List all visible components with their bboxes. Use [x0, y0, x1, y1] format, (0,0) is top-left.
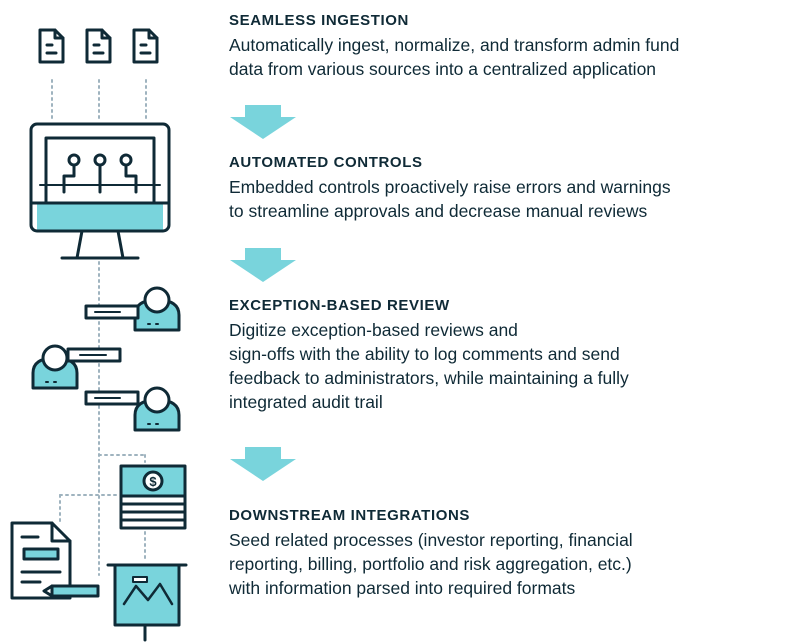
- document-icon: [85, 28, 112, 64]
- description-line: data from various sources into a central…: [229, 59, 657, 79]
- step-description: Digitize exception-based reviews and sig…: [229, 318, 804, 414]
- description-line: integrated audit trail: [229, 392, 383, 412]
- step-seamless-ingestion: SEAMLESS INGESTION Automatically ingest,…: [229, 12, 804, 81]
- report-document-icon: [10, 521, 100, 600]
- down-arrow-icon: [230, 248, 296, 282]
- description-line: Seed related processes (investor reporti…: [229, 530, 633, 550]
- monitor-circuit-icon: [29, 122, 171, 260]
- document-icon: [38, 28, 65, 64]
- description-line: Automatically ingest, normalize, and tra…: [229, 35, 680, 55]
- user-comment-icon: [84, 286, 181, 332]
- dollar-sign: $: [149, 474, 157, 489]
- description-line: with information parsed into required fo…: [229, 578, 576, 598]
- step-exception-based-review: EXCEPTION-BASED REVIEW Digitize exceptio…: [229, 297, 804, 414]
- description-line: to streamline approvals and decrease man…: [229, 201, 648, 221]
- cash-stack-icon: [119, 464, 187, 530]
- step-title: EXCEPTION-BASED REVIEW: [229, 297, 450, 314]
- step-downstream-integrations: DOWNSTREAM INTEGRATIONS Seed related pro…: [229, 507, 804, 600]
- description-line: Digitize exception-based reviews and: [229, 320, 518, 340]
- dotted-connectors: [51, 79, 147, 576]
- step-description: Embedded controls proactively raise erro…: [229, 175, 804, 223]
- description-line: feedback to administrators, while mainta…: [229, 368, 629, 388]
- user-comment-icon: [84, 386, 181, 432]
- step-title: AUTOMATED CONTROLS: [229, 154, 423, 171]
- description-line: reporting, billing, portfolio and risk a…: [229, 554, 632, 574]
- step-description: Seed related processes (investor reporti…: [229, 528, 804, 600]
- description-line: sign-offs with the ability to log commen…: [229, 344, 620, 364]
- down-arrow-icon: [230, 105, 296, 139]
- step-title: DOWNSTREAM INTEGRATIONS: [229, 507, 471, 524]
- user-comment-icon: [31, 344, 122, 390]
- down-arrow-icon: [230, 447, 296, 481]
- document-icon: [132, 28, 159, 64]
- step-automated-controls: AUTOMATED CONTROLS Embedded controls pro…: [229, 154, 804, 223]
- description-line: Embedded controls proactively raise erro…: [229, 177, 671, 197]
- step-description: Automatically ingest, normalize, and tra…: [229, 33, 804, 81]
- presentation-chart-icon: [106, 563, 188, 642]
- step-title: SEAMLESS INGESTION: [229, 12, 409, 29]
